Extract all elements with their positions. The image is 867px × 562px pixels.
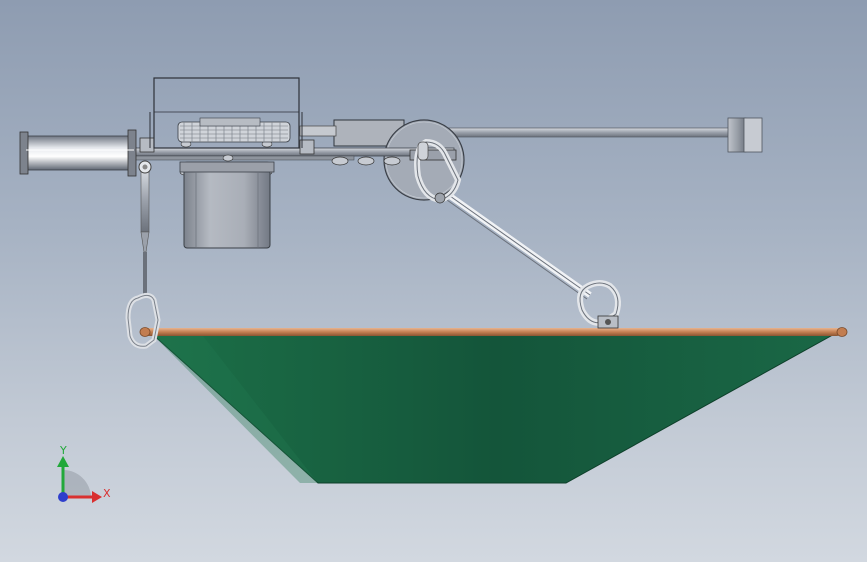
motor-body — [179, 161, 275, 249]
motor-frame — [149, 77, 303, 149]
axis-triad: Y X — [57, 444, 111, 503]
diagonal-cable — [446, 193, 592, 300]
triad-plane-icon — [63, 470, 91, 497]
left-carabiner — [125, 292, 161, 349]
main-beam — [399, 117, 763, 153]
roller-cylinder — [19, 129, 137, 177]
x-axis-label: X — [103, 487, 111, 500]
copper-rod — [139, 327, 848, 337]
pulley-carabiner — [414, 138, 462, 204]
net — [148, 331, 840, 484]
y-axis-label: Y — [59, 444, 67, 457]
rod-carabiner — [577, 280, 621, 329]
gear-ring — [177, 117, 291, 143]
left-hanger — [138, 160, 152, 296]
z-axis-dot-icon — [58, 492, 68, 502]
